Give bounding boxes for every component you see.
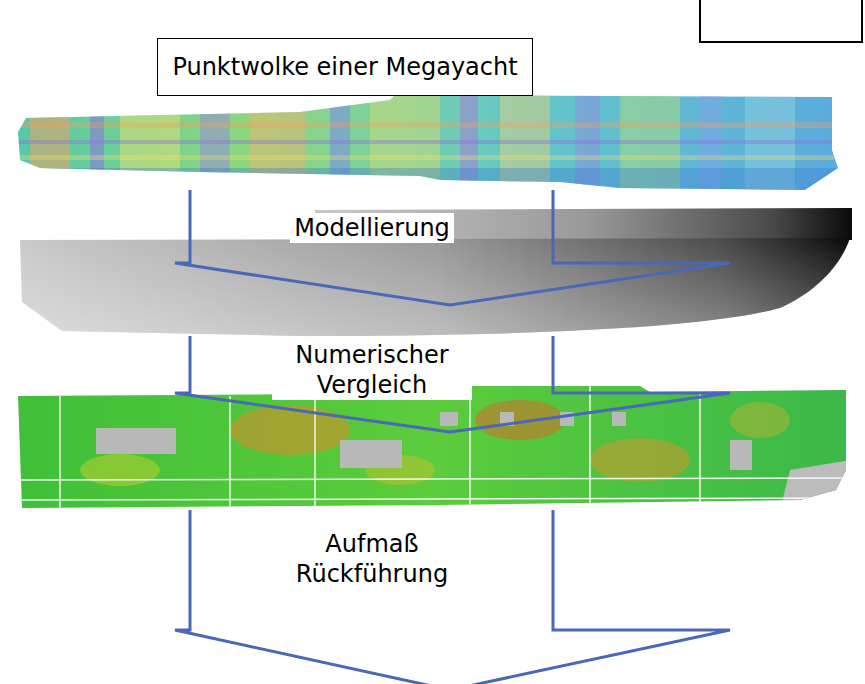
title-text: Punktwolke einer Megayacht	[172, 52, 517, 82]
arrow-label: Numerischer Vergleich	[272, 340, 472, 400]
flow-arrow	[175, 190, 730, 684]
arrow-label: Aufmaß Rückführung	[272, 529, 472, 589]
arrow-label-wrap: Aufmaß Rückführung	[272, 529, 472, 589]
hull-model	[20, 208, 852, 336]
deviation-map	[0, 380, 865, 520]
arrow-label-wrap: Numerischer Vergleich	[272, 340, 472, 400]
point-cloud	[0, 90, 865, 200]
page-number-frame	[700, 0, 862, 42]
arrow-label-wrap: Modellierung	[272, 213, 472, 243]
title-box: Punktwolke einer Megayacht	[157, 38, 533, 96]
arrow-label: Modellierung	[290, 213, 454, 243]
